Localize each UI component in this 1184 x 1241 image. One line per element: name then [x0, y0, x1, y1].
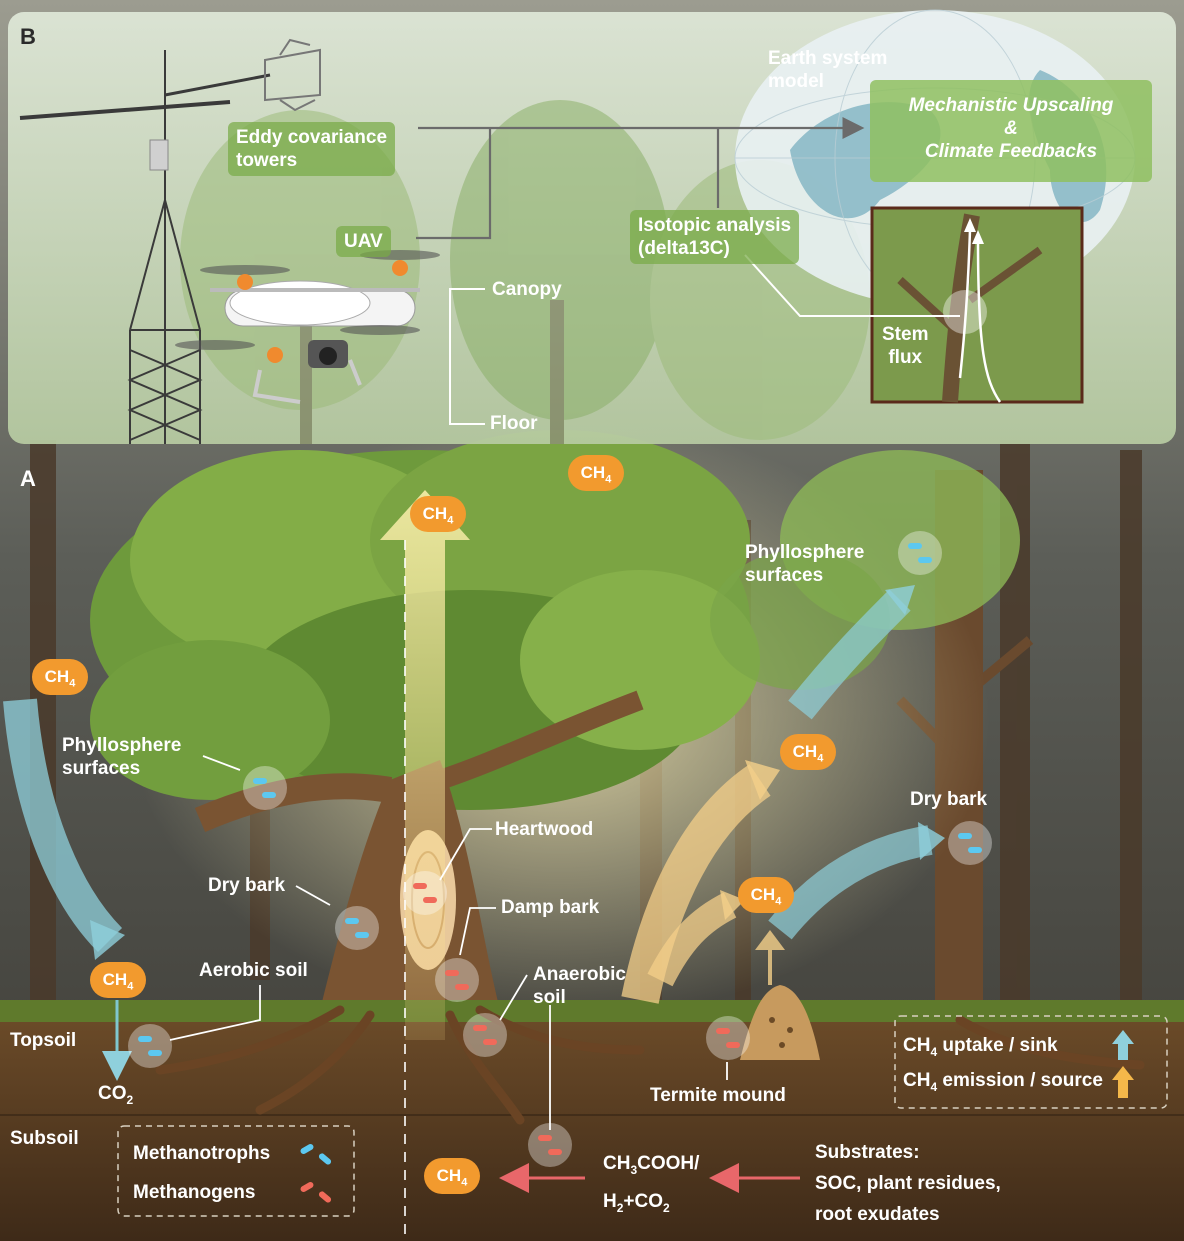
- methanogens-legend-label: Methanogens: [133, 1182, 256, 1203]
- bubble-heartwood: [403, 871, 447, 915]
- bubble-phyllo-right: [898, 531, 942, 575]
- panel-a-letter: A: [20, 466, 36, 491]
- bubble-anaerobic: [463, 1013, 507, 1057]
- methanotroph-swatch: [300, 1144, 332, 1165]
- isotopic-label: Isotopic analysis(delta13C): [630, 210, 800, 264]
- ch4-pill-top: CH4: [568, 455, 624, 491]
- microbe-legend-box: [117, 1125, 355, 1217]
- subsoil-label: Subsoil: [10, 1128, 79, 1149]
- roots: [155, 1005, 1145, 1125]
- main-canopy: [90, 430, 1020, 810]
- bubble-drybark-right: [948, 821, 992, 865]
- damp-bark-label: Damp bark: [501, 897, 600, 918]
- source-arrow-2: [647, 892, 737, 987]
- microbe-bubbles: [128, 531, 992, 1167]
- termite-mound-shape: [740, 985, 820, 1060]
- emission-legend-label: CH4 emission / source: [903, 1070, 1103, 1094]
- panel-b-letter: B: [20, 24, 36, 49]
- stem-flux-arrows: [958, 229, 1002, 403]
- sink-arrow-phyllo: [788, 589, 911, 720]
- uptake-arrow-icon: [1112, 1030, 1134, 1060]
- radiation-shield: [149, 139, 169, 171]
- dry-bark-right-label: Dry bark: [910, 789, 988, 810]
- ch4-pill-trunk: CH4: [410, 496, 466, 532]
- background-trunks: [30, 440, 1142, 1010]
- bubble-dampbark: [435, 958, 479, 1002]
- methanotrophs-legend-label: Methanotrophs: [133, 1143, 271, 1164]
- acetate-label: CH3COOH/ H2+CO2: [603, 1153, 700, 1215]
- uav-label: UAV: [336, 226, 391, 257]
- ch4-pill-termite: CH4: [738, 877, 794, 913]
- bubble-deep-soil: [528, 1123, 572, 1167]
- canopy-floor-bracket: [449, 288, 485, 425]
- upscaling-label: Mechanistic Upscaling&Climate Feedbacks: [908, 95, 1114, 162]
- bubble-termite: [706, 1016, 750, 1060]
- soil: [0, 1022, 1184, 1241]
- bubble-drybark-left: [335, 906, 379, 950]
- ch4-pill-produced: CH4: [424, 1158, 480, 1194]
- co2-label: CO2: [98, 1083, 134, 1107]
- bubble-phyllo-left: [243, 766, 287, 810]
- dry-bark-left-label: Dry bark: [208, 875, 286, 896]
- substrates-label: Substrates:SOC, plant residues,root exud…: [815, 1142, 1001, 1225]
- leader-lines-a: [169, 755, 728, 1130]
- ch4-pill-canopy-right: CH4: [780, 734, 836, 770]
- topsoil-label: Topsoil: [10, 1030, 77, 1051]
- uptake-legend-label: CH4 uptake / sink: [903, 1035, 1058, 1059]
- sonic-anemometer: [264, 38, 321, 112]
- flux-legend-box: [894, 1015, 1168, 1109]
- upscaling-box: [870, 80, 1152, 182]
- isotope-leader: [744, 254, 960, 317]
- termite-mound-label: Termite mound: [650, 1085, 786, 1106]
- canopy-label: Canopy: [492, 279, 562, 300]
- termite-emission-arrow: [755, 930, 785, 985]
- connector-lines: [416, 117, 865, 240]
- source-arrow-1: [621, 764, 771, 1004]
- floor-label: Floor: [490, 413, 538, 434]
- methanogen-swatch: [300, 1182, 332, 1203]
- trunk-emission-arrow: [380, 490, 470, 1040]
- bubble-aerobic: [128, 1024, 172, 1068]
- ch4-pill-soil-surface: CH4: [90, 962, 146, 998]
- heartwood-label: Heartwood: [495, 819, 594, 840]
- aerobic-soil-label: Aerobic soil: [199, 960, 308, 981]
- ch4-pill-atmos-left: CH4: [32, 659, 88, 695]
- sink-arrow-drybark: [768, 825, 933, 940]
- emission-arrow-icon: [1112, 1066, 1134, 1098]
